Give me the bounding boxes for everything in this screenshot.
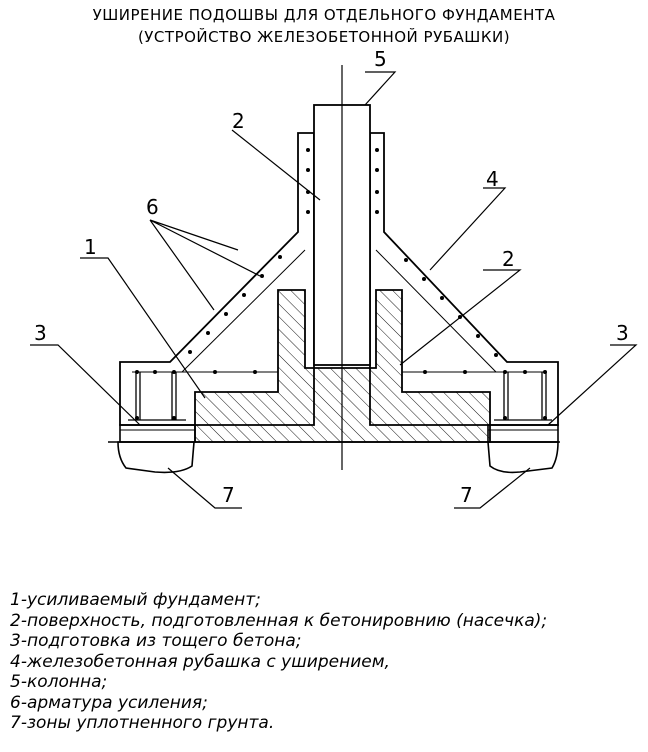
callout-4: 4 bbox=[486, 167, 499, 191]
callout-3-left: 3 bbox=[34, 321, 47, 345]
existing-foundation bbox=[194, 289, 491, 443]
legend-item: 7-зоны уплотненного грунта. bbox=[10, 713, 275, 733]
legend-item: 6-арматура усиления; bbox=[10, 692, 208, 713]
diagram-title-line-1: УШИРЕНИЕ ПОДОШВЫ ДЛЯ ОТДЕЛЬНОГО ФУНДАМЕН… bbox=[92, 6, 556, 24]
callout-2-left: 2 bbox=[232, 109, 245, 133]
legend-item: 4-железобетонная рубашка с уширением, bbox=[10, 651, 390, 672]
bedding-left bbox=[119, 424, 196, 443]
legend: 1-усиливаемый фундамент; 2-поверхность, … bbox=[10, 590, 547, 734]
callout-7-right: 7 bbox=[460, 483, 473, 507]
legend-item: 5-колонна; bbox=[10, 672, 108, 692]
diagram-title-line-2: (УСТРОЙСТВО ЖЕЛЕЗОБЕТОННОЙ РУБАШКИ) bbox=[137, 28, 511, 46]
callout-5: 5 bbox=[374, 47, 387, 71]
legend-item: 2-поверхность, подготовленная к бетониро… bbox=[10, 610, 548, 631]
callout-3-right: 3 bbox=[616, 321, 629, 345]
callout-7-left: 7 bbox=[222, 483, 235, 507]
legend-item: 1-усиливаемый фундамент; bbox=[10, 590, 261, 610]
bedding-right bbox=[487, 424, 559, 443]
soil-zone-left bbox=[117, 441, 195, 474]
callout-6: 6 bbox=[146, 195, 159, 219]
callout-2-right: 2 bbox=[502, 247, 515, 271]
legend-item: 3-подготовка из тощего бетона; bbox=[10, 631, 302, 651]
callout-1: 1 bbox=[84, 235, 97, 259]
soil-zone-right bbox=[487, 441, 559, 474]
